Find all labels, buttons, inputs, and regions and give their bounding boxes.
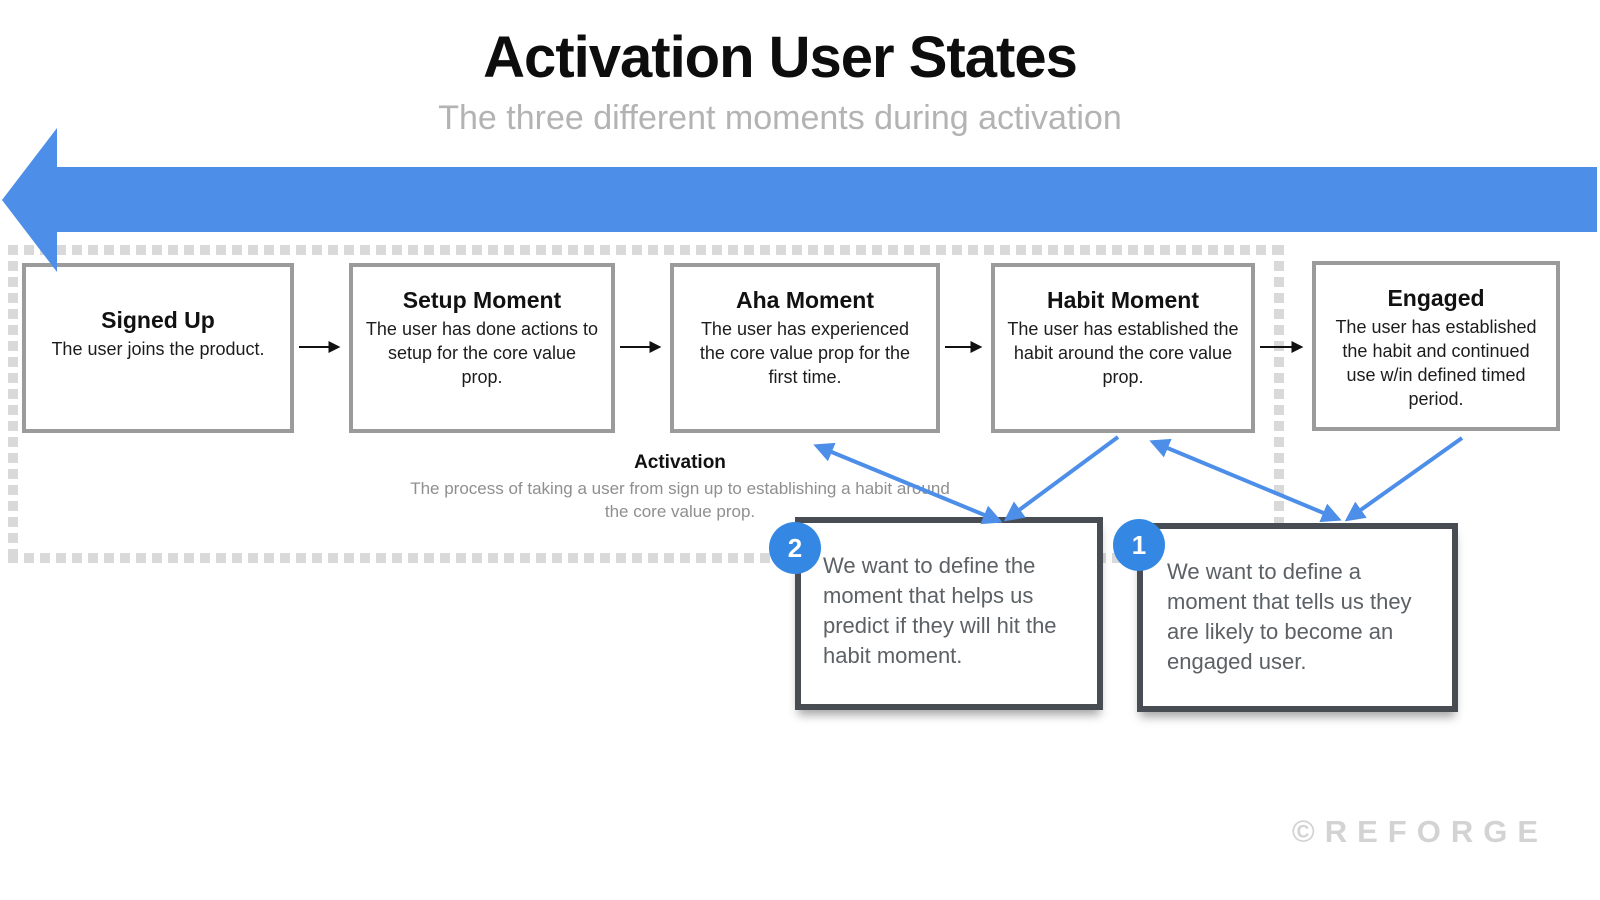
state-description: The user has done actions to setup for t…	[365, 319, 599, 387]
callout-habit-prediction: We want to define the moment that helps …	[795, 517, 1103, 710]
state-title: Aha Moment	[736, 287, 874, 313]
state-box-signed-up: Signed Up The user joins the product.	[22, 263, 294, 433]
activation-note-title: Activation	[634, 452, 726, 473]
state-description: The user has established the habit and c…	[1335, 317, 1537, 409]
state-box-aha-moment: Aha Moment The user has experienced the …	[670, 263, 940, 433]
state-box-setup-moment: Setup Moment The user has done actions t…	[349, 263, 615, 433]
activation-note: Activation The process of taking a user …	[400, 452, 960, 523]
state-title: Setup Moment	[402, 287, 562, 313]
blue-arrow-engaged-to-callout1-icon	[1344, 436, 1464, 522]
state-description: The user joins the product.	[51, 339, 265, 359]
reforge-watermark: ©REFORGE	[1291, 814, 1548, 849]
blue-arrow-habit-to-callout1-icon	[1149, 438, 1342, 523]
dashed-edge-left	[8, 245, 18, 563]
page-subtitle: The three different moments during activ…	[438, 99, 1122, 137]
callout-number-badge: 2	[769, 522, 821, 574]
dashed-edge-right	[1274, 245, 1284, 563]
callout-number-badge: 1	[1113, 519, 1165, 571]
state-title: Habit Moment	[1046, 287, 1200, 313]
page-title: Activation User States	[483, 25, 1078, 90]
big-backward-arrow-head-icon	[2, 128, 57, 272]
badge-number: 2	[787, 532, 803, 563]
big-backward-arrow-body	[55, 167, 1597, 232]
callout-engaged-prediction: We want to define a moment that tells us…	[1137, 523, 1458, 712]
state-title: Engaged	[1387, 285, 1485, 311]
blue-arrow-habit-to-callout2-icon	[1003, 435, 1120, 522]
state-box-engaged: Engaged The user has established the hab…	[1312, 261, 1560, 431]
callout-text: We want to define a moment that tells us…	[1167, 559, 1412, 674]
badge-number: 1	[1131, 529, 1147, 560]
state-description: The user has experienced the core value …	[699, 319, 911, 387]
state-description: The user has established the habit aroun…	[1007, 319, 1239, 387]
state-box-habit-moment: Habit Moment The user has established th…	[991, 263, 1255, 433]
dashed-edge-top	[8, 245, 1284, 255]
dashed-edge-bottom	[8, 553, 1284, 563]
state-title: Signed Up	[101, 307, 215, 333]
callout-text: We want to define the moment that helps …	[823, 553, 1057, 668]
